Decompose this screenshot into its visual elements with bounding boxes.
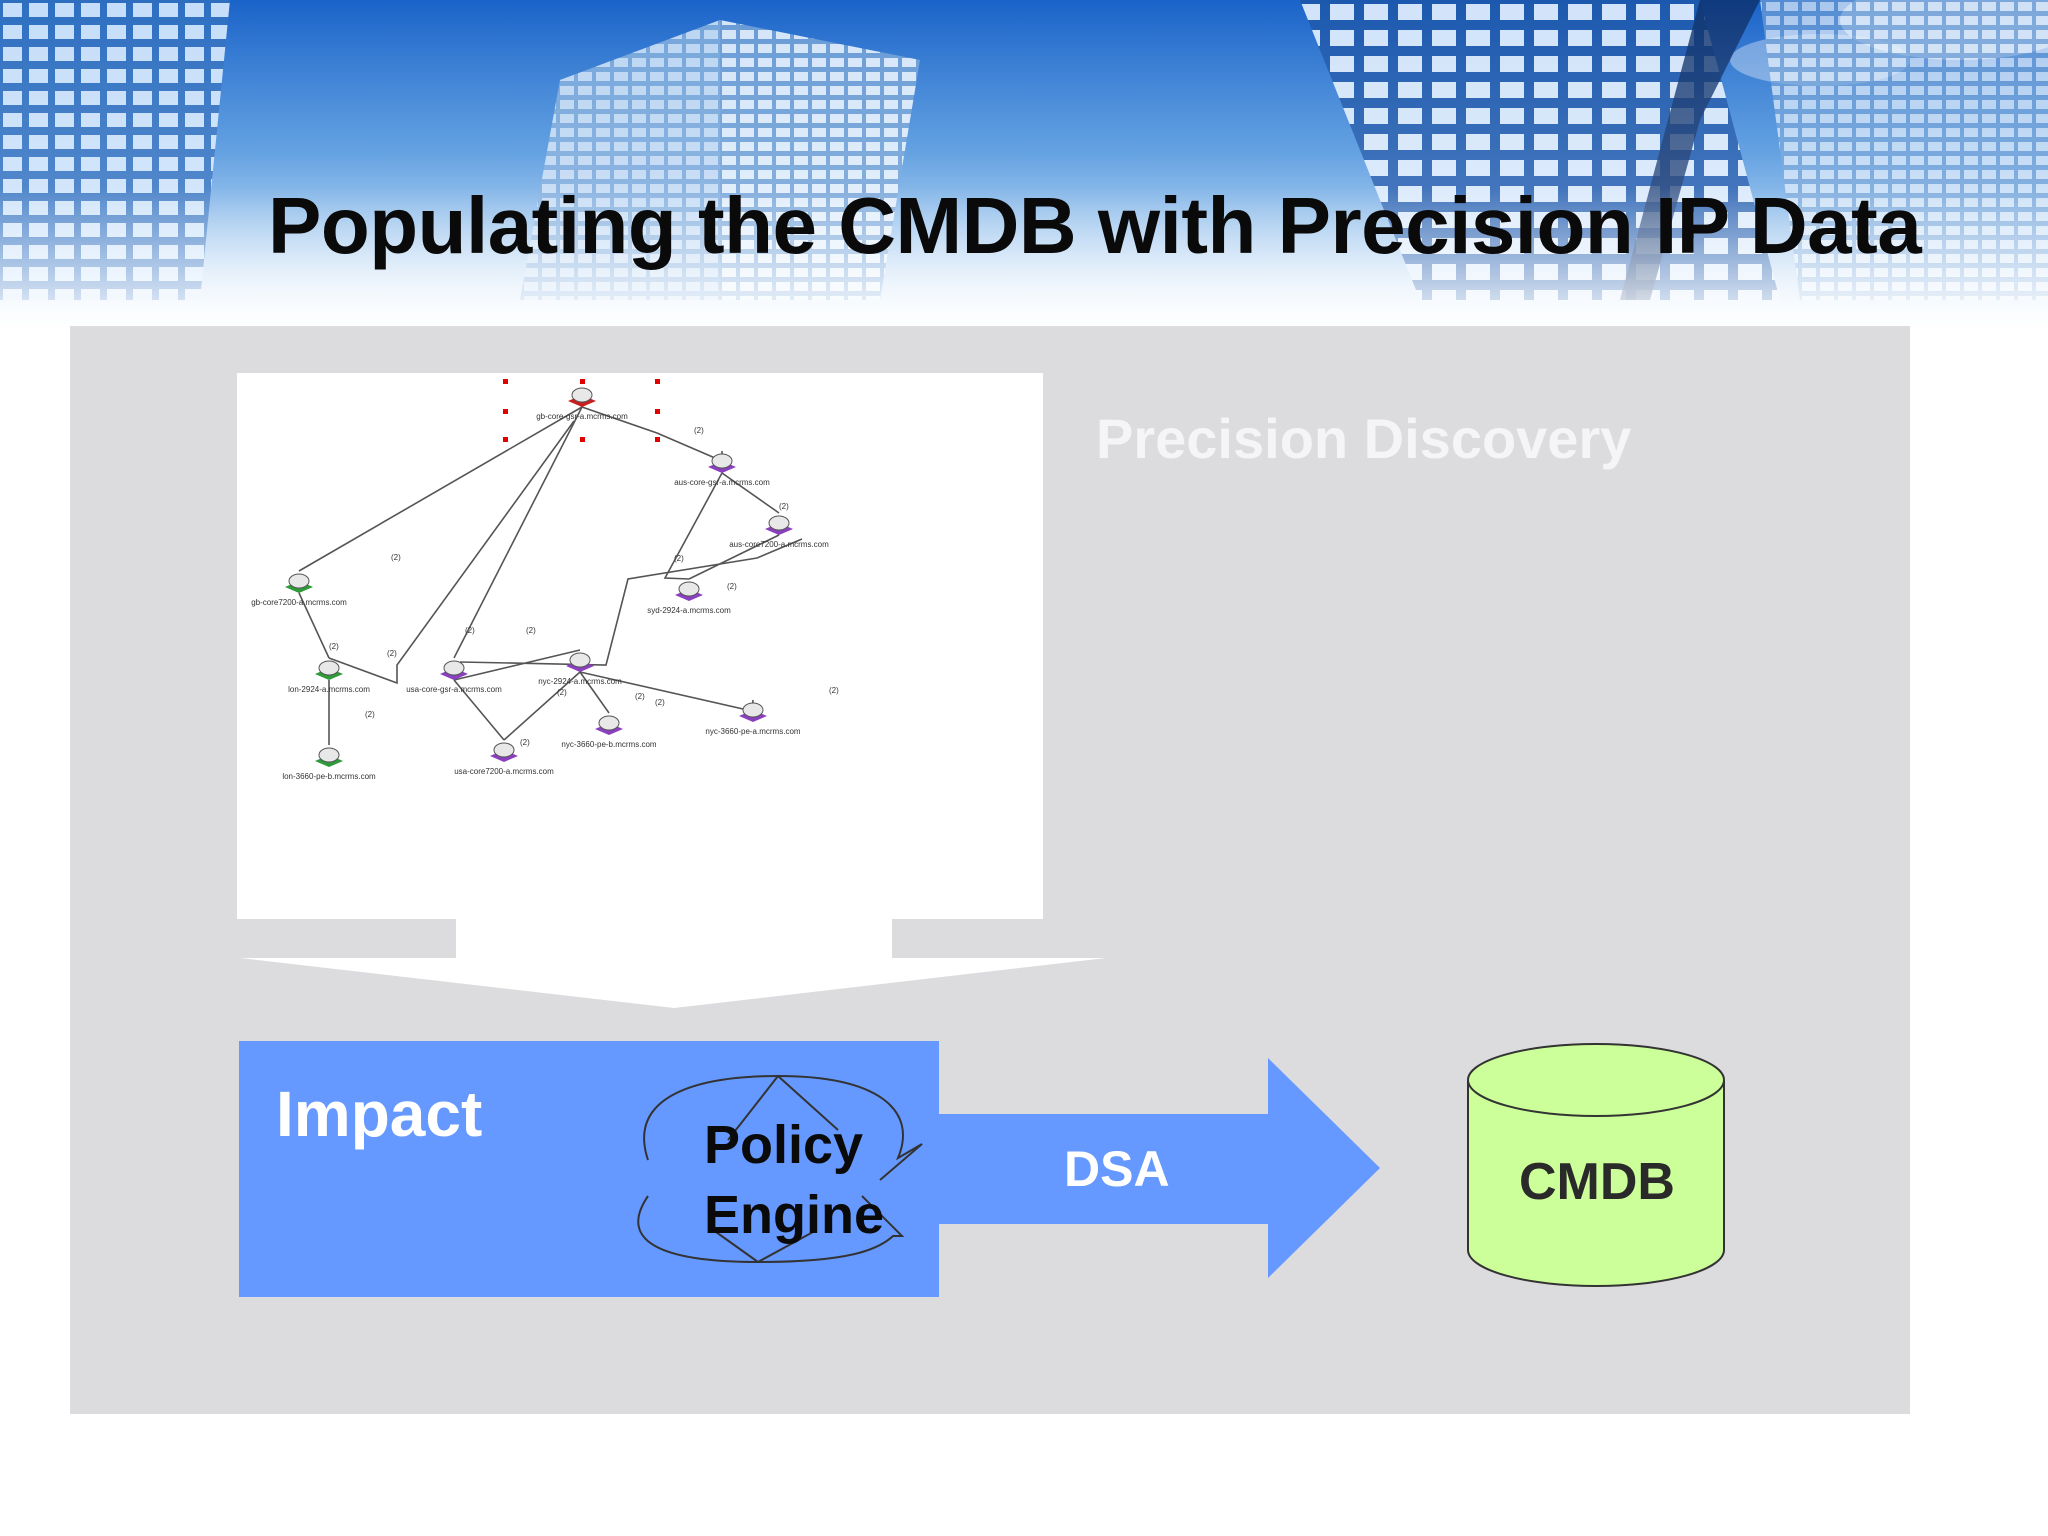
selection-handle[interactable] — [503, 379, 508, 384]
selection-handle[interactable] — [503, 437, 508, 442]
topology-link-label: (2) — [391, 553, 401, 562]
topology-link-label: (2) — [655, 698, 665, 707]
selection-handle[interactable] — [655, 437, 660, 442]
router-icon — [318, 660, 340, 676]
router-icon — [598, 715, 620, 731]
router-icon — [711, 453, 733, 469]
dsa-label: DSA — [1064, 1141, 1170, 1197]
router-node-label: nyc-3660-pe-a.mcrms.com — [705, 727, 800, 736]
policy-engine-line2: Engine — [704, 1185, 885, 1245]
policy-engine-label: Policy Engine — [704, 1110, 904, 1250]
topology-link-label: (2) — [365, 710, 375, 719]
cmdb-label: CMDB — [1519, 1153, 1675, 1211]
impact-label: Impact — [276, 1078, 483, 1150]
topology-link-label: (2) — [526, 626, 536, 635]
selection-handle[interactable] — [655, 409, 660, 414]
impact-dsa-cmdb-flow — [239, 1041, 1725, 1297]
cmdb-database-icon — [1467, 1043, 1725, 1287]
topology-link — [503, 671, 581, 741]
router-node-label: aus-core7200-a.mcrms.com — [729, 540, 829, 549]
router-node[interactable]: nyc-2924-a.mcrms.com — [538, 652, 622, 686]
router-icon — [288, 573, 310, 589]
router-icon — [571, 387, 593, 403]
router-icon — [742, 702, 764, 718]
router-node-label: usa-core-gsr-a.mcrms.com — [406, 685, 502, 694]
header-banner — [0, 0, 2048, 340]
topology-link — [721, 472, 780, 514]
topology-link-label: (2) — [329, 642, 339, 651]
router-icon — [443, 660, 465, 676]
policy-engine-line1: Policy — [704, 1115, 864, 1175]
topology-link — [453, 406, 583, 659]
topology-link — [579, 671, 610, 714]
router-node[interactable]: usa-core-gsr-a.mcrms.com — [406, 660, 502, 694]
router-node[interactable]: gb-core-gsr-a.mcrms.com — [536, 387, 628, 421]
router-node[interactable]: nyc-3660-pe-b.mcrms.com — [561, 715, 657, 749]
topology-link — [663, 472, 723, 580]
router-node-label: syd-2924-a.mcrms.com — [647, 606, 731, 615]
topology-link — [298, 592, 330, 659]
slide-title: Populating the CMDB with Precision IP Da… — [268, 181, 1922, 270]
impact-box — [239, 1041, 939, 1297]
topology-link-label: (2) — [694, 426, 704, 435]
dsa-arrow — [928, 1058, 1380, 1278]
router-icon — [678, 581, 700, 597]
topology-link-label: (2) — [635, 692, 645, 701]
topology-link-label: (2) — [779, 502, 789, 511]
router-node-label: lon-3660-pe-b.mcrms.com — [282, 772, 376, 781]
topology-link-label: (2) — [465, 626, 475, 635]
precision-discovery-label: Precision Discovery — [1096, 407, 1632, 470]
network-topology-diagram: (2) (2) (2) (2) (2) (2) (2) (2) (2) (2) (2) (2) (2) (… — [237, 373, 1043, 919]
selection-handle[interactable] — [655, 379, 660, 384]
router-node[interactable]: syd-2924-a.mcrms.com — [647, 581, 731, 615]
topology-link-label: (2) — [829, 686, 839, 695]
router-icon — [569, 652, 591, 668]
router-node[interactable]: aus-core7200-a.mcrms.com — [729, 515, 829, 549]
selection-handle[interactable] — [580, 379, 585, 384]
topology-link — [459, 538, 803, 666]
topology-link — [453, 679, 505, 741]
topology-link — [688, 534, 780, 580]
selection-handle[interactable] — [503, 409, 508, 414]
selection-handle[interactable] — [580, 437, 585, 442]
router-node-label: gb-core-gsr-a.mcrms.com — [536, 412, 628, 421]
router-node-label: aus-core-gsr-a.mcrms.com — [674, 478, 770, 487]
router-node-label: nyc-2924-a.mcrms.com — [538, 677, 622, 686]
router-node[interactable]: nyc-3660-pe-a.mcrms.com — [705, 702, 801, 736]
policy-engine-cycle-icon — [637, 1074, 923, 1264]
topology-link-label: (2) — [727, 582, 737, 591]
topology-link — [298, 406, 583, 572]
router-node[interactable]: lon-2924-a.mcrms.com — [288, 660, 370, 694]
router-node[interactable]: lon-3660-pe-b.mcrms.com — [282, 747, 376, 781]
topology-link — [328, 420, 575, 685]
router-node[interactable]: gb-core7200-a.mcrms.com — [251, 573, 347, 607]
topology-link-label: (2) — [387, 649, 397, 658]
router-node-label: usa-core7200-a.mcrms.com — [454, 767, 554, 776]
router-icon — [768, 515, 790, 531]
router-node-label: lon-2924-a.mcrms.com — [288, 685, 370, 694]
router-icon — [318, 747, 340, 763]
router-node-label: nyc-3660-pe-b.mcrms.com — [561, 740, 656, 749]
topology-link — [453, 649, 581, 681]
router-node[interactable]: usa-core7200-a.mcrms.com — [454, 742, 554, 776]
router-node[interactable]: aus-core-gsr-a.mcrms.com — [674, 453, 770, 487]
router-icon — [493, 742, 515, 758]
funnel-arrow — [240, 918, 1106, 1008]
topology-link-label: (2) — [557, 688, 567, 697]
topology-link-label: (2) — [520, 738, 530, 747]
router-node-label: gb-core7200-a.mcrms.com — [251, 598, 347, 607]
topology-link-label: (2) — [674, 554, 684, 563]
